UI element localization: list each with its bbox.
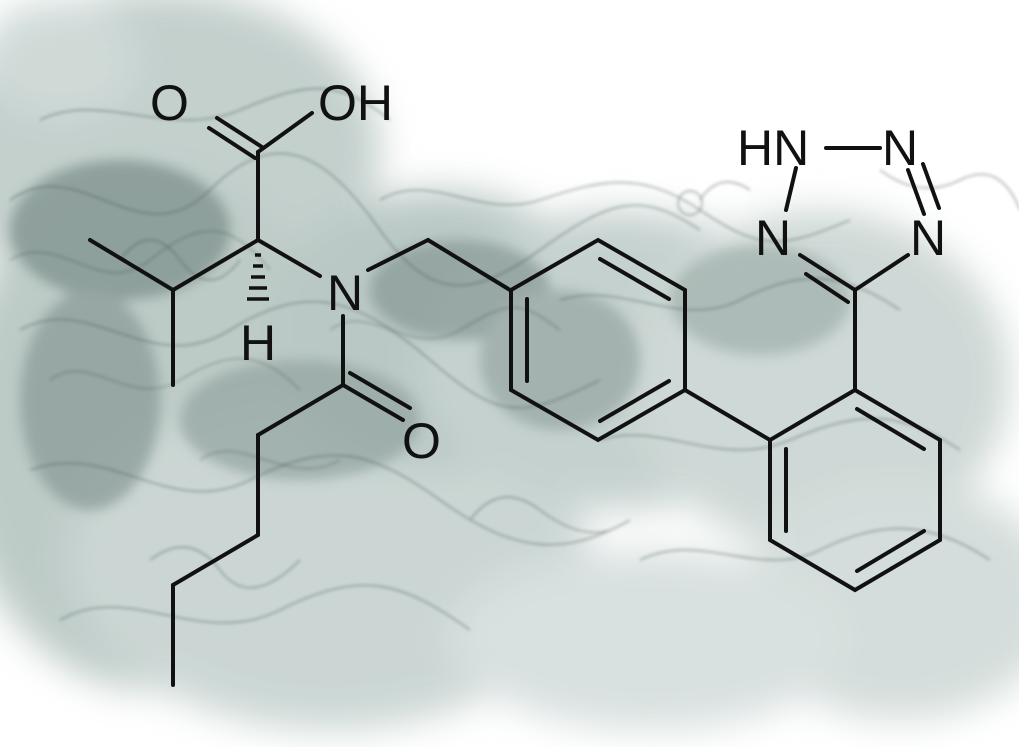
tetrazole-c-n4 (853, 253, 910, 292)
bond-c-oh (256, 111, 314, 154)
bond-biphenyl (683, 388, 772, 442)
bond-chain-1 (256, 383, 345, 437)
bond-calpha-n (256, 238, 322, 278)
tetrazole-c-n1-a (798, 253, 857, 292)
bond-ch2-ring (426, 238, 512, 292)
bond-isopropyl-methyl-a (88, 238, 175, 292)
ring-b-double-2 (855, 529, 926, 573)
tetrazole-c-n1-b (804, 272, 850, 304)
benzene-ring-a (509, 237, 687, 443)
atom-tetrazole-n1: N (755, 210, 791, 266)
bond-c-o-double-b (207, 126, 257, 160)
atom-tetrazole-nh: HN (737, 120, 809, 176)
tetrazole-n1-nh (784, 166, 798, 212)
bond-calpha-cbeta (171, 238, 260, 292)
ring-a-double-2 (598, 379, 671, 423)
bond-amide-o-b (348, 371, 412, 410)
bond-n-ch2 (366, 238, 430, 272)
tetrazole-n3-n4-b (921, 162, 941, 210)
atom-labels: O OH N H O HN N N N (150, 75, 946, 469)
atom-tetrazole-n3: N (882, 120, 918, 176)
ring-a-double-1 (598, 257, 671, 301)
bond-amide-o-a (341, 383, 405, 422)
bond-chain-3 (171, 533, 260, 587)
bond-c-o-double-a (215, 116, 264, 149)
bond-lines (88, 111, 942, 687)
atom-tetrazole-n4: N (910, 210, 946, 266)
atom-amide-oxygen: O (402, 413, 441, 469)
atom-hydroxyl: OH (318, 75, 393, 131)
ring-b-double-1 (855, 407, 926, 451)
atom-amide-nitrogen: N (327, 265, 363, 321)
benzene-ring-b (768, 387, 942, 593)
atom-carbonyl-oxygen: O (150, 75, 189, 131)
hashed-wedge-h (247, 253, 269, 301)
atom-alpha-hydrogen: H (240, 315, 276, 371)
tetrazole-n3-n4-a (906, 168, 926, 216)
